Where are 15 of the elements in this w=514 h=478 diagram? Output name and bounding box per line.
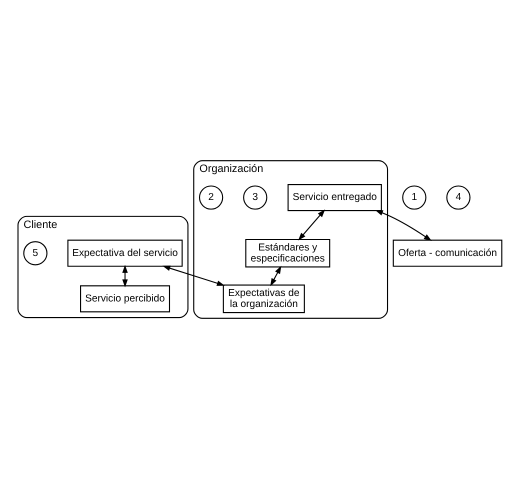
node-circle: 5 xyxy=(23,240,48,265)
node-box: Servicio entregado xyxy=(288,184,382,211)
arrow xyxy=(270,265,282,286)
node-circle: 2 xyxy=(198,184,224,210)
node-circle: 3 xyxy=(243,184,268,210)
node-circle: 4 xyxy=(446,184,470,210)
node-box: Servicio percibido xyxy=(80,284,170,312)
node-box: Estándares y especificaciones xyxy=(245,238,330,268)
node-circle: 1 xyxy=(402,184,426,210)
node-box: Expectativa del servicio xyxy=(67,239,183,266)
node-box: Oferta - comunicación xyxy=(392,239,502,266)
arrow xyxy=(375,209,432,241)
node-box: Expectativas de la organización xyxy=(222,284,305,313)
arrow xyxy=(162,265,225,286)
arrow xyxy=(298,208,326,240)
